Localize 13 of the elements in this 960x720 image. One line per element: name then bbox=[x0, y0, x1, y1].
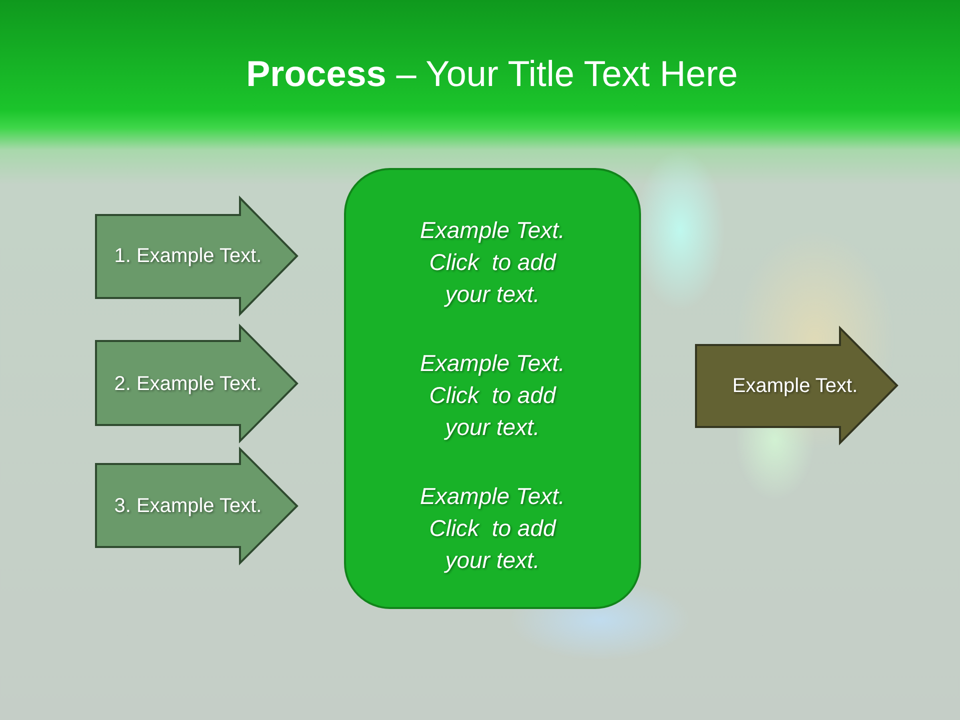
arrow-shape bbox=[95, 325, 298, 442]
arrow-label: 2. Example Text. bbox=[113, 372, 263, 396]
slide-title: Process – Your Title Text Here bbox=[245, 52, 739, 96]
panel-text: Example Text. Click to add your text. bbox=[419, 216, 566, 309]
arrow-shape bbox=[695, 327, 898, 444]
arrow-label: Example Text. bbox=[731, 374, 859, 398]
arrow-shape bbox=[95, 448, 298, 564]
arrow-shape bbox=[95, 197, 298, 315]
arrow-label: 3. Example Text. bbox=[113, 494, 263, 518]
panel-text: Example Text. Click to add your text. bbox=[419, 349, 566, 442]
content-panel bbox=[344, 168, 641, 609]
arrow-label: 1. Example Text. bbox=[113, 244, 263, 268]
panel-text: Example Text. Click to add your text. bbox=[419, 482, 566, 575]
